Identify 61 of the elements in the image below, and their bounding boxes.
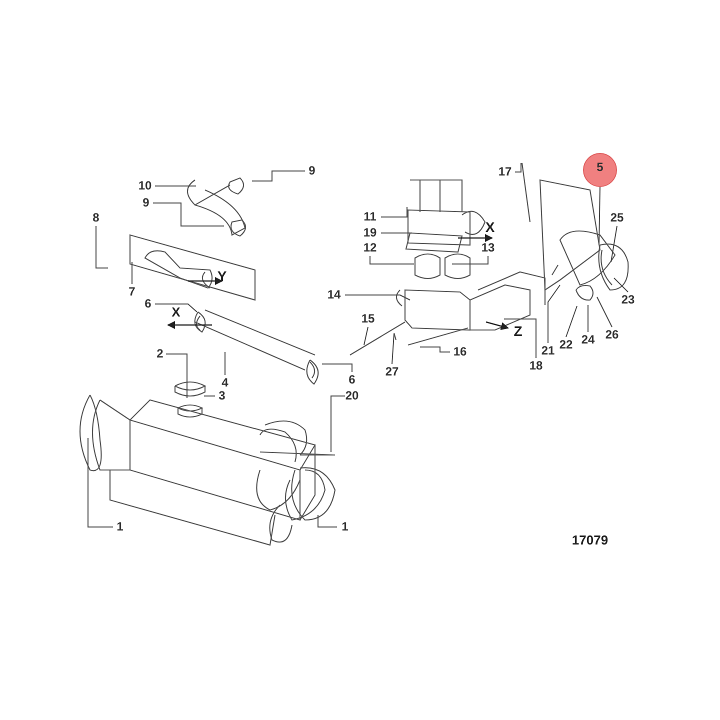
callout-number: 23 xyxy=(621,294,635,306)
leader-line xyxy=(370,256,414,264)
callout-number: 17 xyxy=(498,166,512,178)
view-letter: Y xyxy=(217,268,227,284)
leader-line xyxy=(152,202,224,226)
leader-line xyxy=(166,354,188,398)
view-letter: X xyxy=(485,219,495,235)
callout-number: 24 xyxy=(581,334,595,346)
callout-number: 11 xyxy=(364,210,376,224)
callout-number: 6 xyxy=(348,374,356,386)
leader-line xyxy=(88,438,114,528)
view-letter: X xyxy=(172,304,180,320)
callout-number: 19 xyxy=(363,226,377,240)
callout-number: 6 xyxy=(144,298,152,310)
leader-line xyxy=(504,318,536,358)
callout-number: 18 xyxy=(529,360,543,372)
callout-number: 27 xyxy=(385,366,399,378)
leader-line xyxy=(380,206,408,218)
callout-number: 8 xyxy=(92,212,100,224)
leader-line xyxy=(452,256,488,264)
leader-line xyxy=(610,226,618,262)
leader-line xyxy=(548,284,560,344)
callout-number: 1 xyxy=(342,520,348,534)
callout-number: 14 xyxy=(327,288,341,302)
callout-number: 13 xyxy=(481,242,495,254)
leader-line xyxy=(330,396,346,452)
leader-line xyxy=(96,226,108,268)
leader-line xyxy=(318,514,338,528)
leader-line xyxy=(514,162,522,172)
leader-line xyxy=(380,232,412,234)
callout-number: 20 xyxy=(345,390,359,402)
leader-line xyxy=(566,306,578,338)
leader-line xyxy=(322,364,352,372)
callout-number: 25 xyxy=(610,212,624,224)
leader-line xyxy=(596,296,612,328)
highlighted-callout: 5 xyxy=(583,153,617,187)
callout-number: 9 xyxy=(308,164,316,178)
callout-number: 12 xyxy=(363,242,377,254)
leader-line xyxy=(252,170,306,182)
callout-number: 15 xyxy=(361,312,375,326)
callout-number: 7 xyxy=(128,286,136,298)
leader-line xyxy=(154,304,198,312)
callout-number: 10 xyxy=(138,180,152,192)
leader-line xyxy=(614,278,628,292)
callout-number: 2 xyxy=(156,348,164,360)
leader-line xyxy=(364,326,368,346)
leader-line xyxy=(420,346,450,352)
view-letter: Z xyxy=(514,323,522,339)
callout-number: 3 xyxy=(218,390,226,402)
callout-number: 16 xyxy=(453,346,467,358)
callout-number: 9 xyxy=(142,196,150,210)
callout-number: 21 xyxy=(541,344,555,358)
leader-line xyxy=(344,294,410,300)
callout-number: 4 xyxy=(222,376,228,390)
callout-number: 1 xyxy=(116,520,124,534)
callout-number: 22 xyxy=(559,338,573,352)
callout-number: 26 xyxy=(605,328,619,342)
figure-number: 17079 xyxy=(572,532,608,548)
leader-line xyxy=(392,334,394,364)
leader-line xyxy=(598,186,600,246)
leader-line xyxy=(224,352,226,376)
